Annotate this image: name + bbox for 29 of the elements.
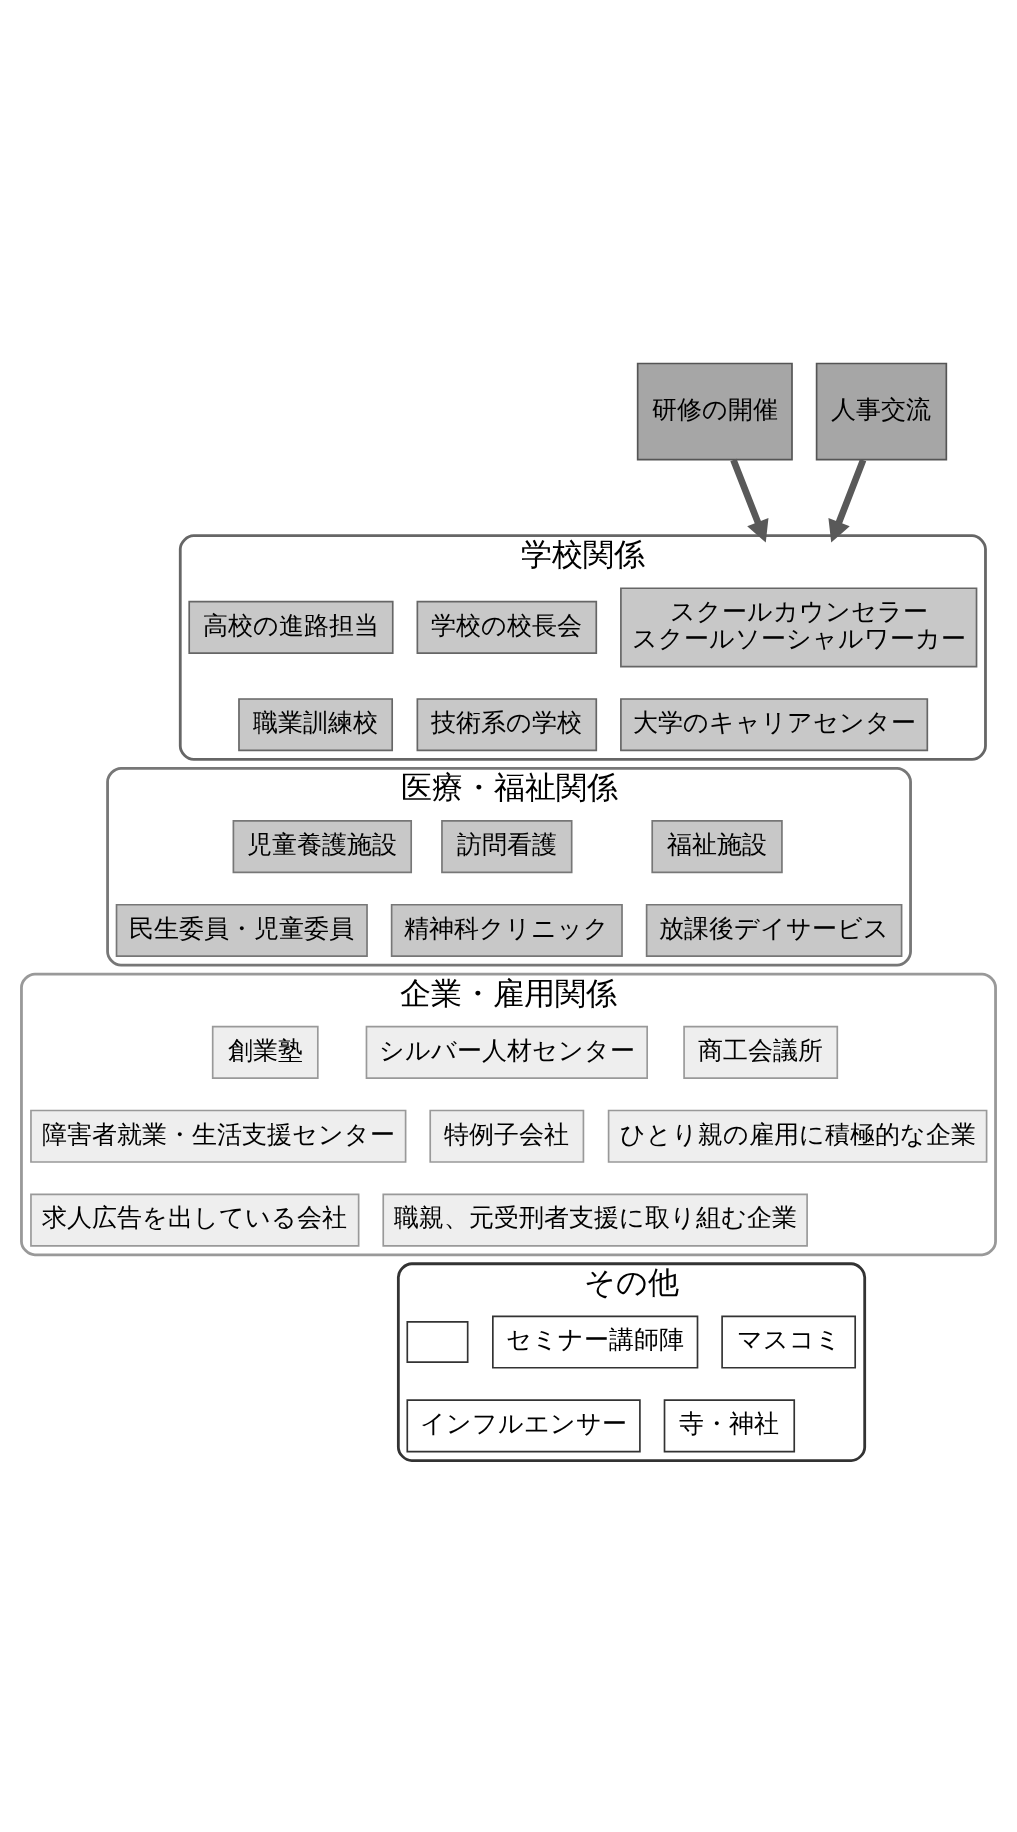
node-box: 放課後デイサービス xyxy=(645,903,903,957)
node-box: マスコミ xyxy=(721,1314,857,1369)
node-box: 創業塾 xyxy=(211,1025,319,1079)
node-box: 精神科クリニック xyxy=(390,903,623,957)
node-box: シルバー人材センター xyxy=(365,1025,648,1079)
node-box: 大学のキャリアセンター xyxy=(620,697,929,751)
node-box: インフルエンサー xyxy=(406,1398,641,1452)
node-box: 障害者就業・生活支援センター xyxy=(30,1109,407,1163)
node-box: 民生委員・児童委員 xyxy=(115,903,368,957)
node-box: ひとり親の雇用に積極的な企業 xyxy=(607,1109,988,1163)
node-box: 求人広告を出している会社 xyxy=(30,1193,360,1247)
node-box: セミナー講師陣 xyxy=(492,1314,699,1369)
node-box xyxy=(406,1320,469,1363)
node-box: 高校の進路担当 xyxy=(188,600,394,654)
node-box: 寺・神社 xyxy=(663,1398,796,1452)
node-box: 職業訓練校 xyxy=(238,697,394,751)
arrow xyxy=(730,458,769,542)
node-box: 特例子会社 xyxy=(429,1109,585,1163)
node-box: 技術系の学校 xyxy=(416,697,598,751)
node-box: 職親、元受刑者支援に取り組む企業 xyxy=(382,1193,808,1247)
node-box: 訪問看護 xyxy=(441,819,573,873)
node-box: 福祉施設 xyxy=(651,819,783,873)
node-box: 人事交流 xyxy=(815,362,948,460)
node-box: 学校の校長会 xyxy=(416,600,598,654)
node-box: スクールカウンセラー スクールソーシャルワーカー xyxy=(620,586,978,667)
arrow xyxy=(828,458,867,542)
node-box: 商工会議所 xyxy=(683,1025,839,1079)
node-box: 児童養護施設 xyxy=(232,819,413,873)
node-box: 研修の開催 xyxy=(636,362,793,460)
